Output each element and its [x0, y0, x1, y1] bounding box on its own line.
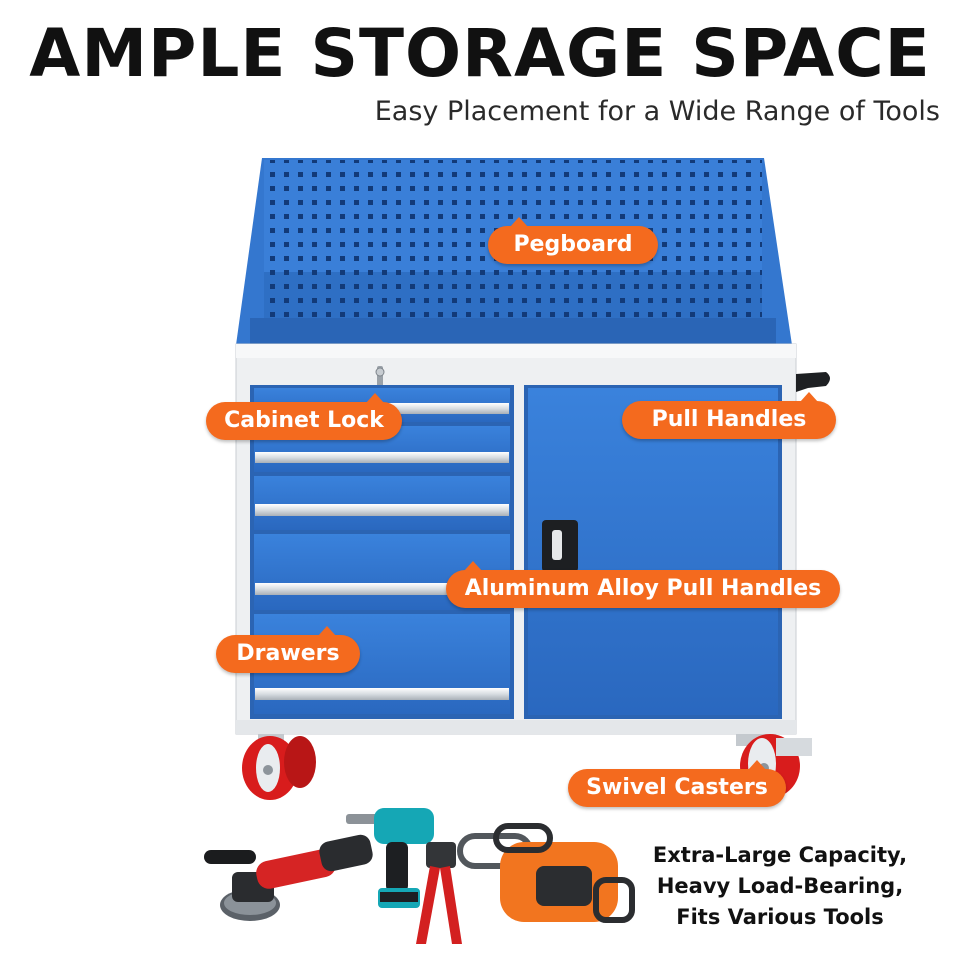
- wire-stripper-icon: [416, 842, 462, 944]
- callout-alloy-handles: Aluminum Alloy Pull Handles: [446, 561, 840, 608]
- callout-cabinet-lock: Cabinet Lock: [206, 393, 402, 440]
- callout-alloy-handles-label: Aluminum Alloy Pull Handles: [464, 576, 822, 601]
- angle-grinder-icon: [204, 834, 373, 921]
- callout-pull-handles: Pull Handles: [622, 392, 836, 439]
- callout-drawers: Drawers: [216, 626, 360, 673]
- callout-drawers-label: Drawers: [236, 641, 340, 666]
- tagline: Extra-Large Capacity, Heavy Load-Bearing…: [630, 840, 930, 933]
- callout-pegboard: Pegboard: [488, 217, 658, 264]
- callout-swivel-casters: Swivel Casters: [568, 760, 786, 807]
- cordless-drill-icon: [346, 808, 434, 908]
- tagline-line-3: Fits Various Tools: [676, 905, 884, 929]
- callout-pegboard-label: Pegboard: [513, 232, 633, 257]
- callout-cabinet-lock-label: Cabinet Lock: [224, 408, 384, 433]
- page-subtitle: Easy Placement for a Wide Range of Tools: [374, 96, 940, 127]
- tagline-line-2: Heavy Load-Bearing,: [656, 874, 904, 898]
- page-title: AMPLE STORAGE SPACE: [29, 15, 931, 92]
- callout-pull-handles-label: Pull Handles: [651, 407, 807, 432]
- chainsaw-icon: [457, 823, 635, 923]
- tagline-line-1: Extra-Large Capacity,: [652, 843, 908, 867]
- callout-swivel-casters-label: Swivel Casters: [586, 775, 768, 800]
